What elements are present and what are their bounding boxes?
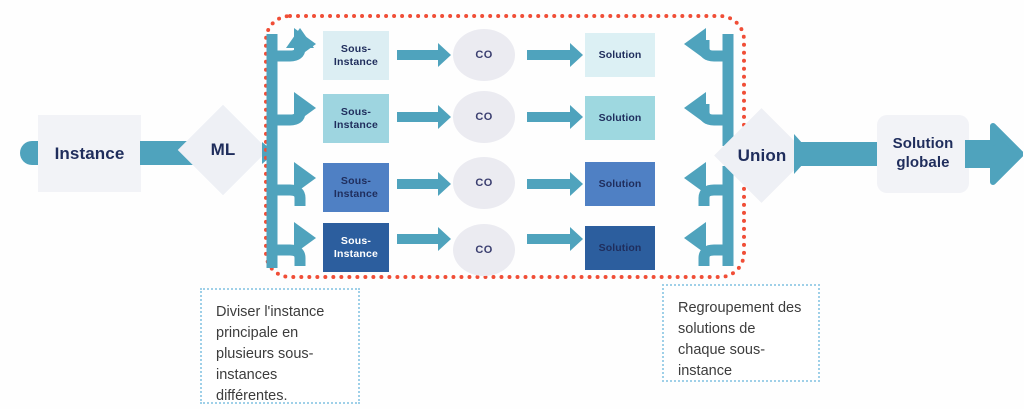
- sub-instance-label-4: Sous-Instance: [333, 235, 379, 260]
- arrow-co-to-solution-1: [527, 43, 583, 67]
- arrow-co-to-solution-2: [527, 105, 583, 129]
- solution-label-1: Solution: [598, 48, 642, 61]
- instance-label: Instance: [54, 143, 125, 163]
- arrow-co-to-solution-4: [527, 227, 583, 251]
- sub-instance-box-1[interactable]: Sous-Instance: [323, 31, 389, 80]
- final-output-arrow-icon: [965, 123, 1023, 185]
- arrow-sub-to-co-4: [397, 227, 451, 251]
- co-label-1: CO: [475, 48, 493, 61]
- solution-label-4: Solution: [598, 241, 642, 254]
- fan-out-arrowheads: [294, 28, 316, 254]
- fan-in-arrowheads: [684, 28, 706, 254]
- instance-node[interactable]: Instance: [38, 115, 141, 192]
- solution-label-3: Solution: [598, 177, 642, 190]
- solution-label-2: Solution: [598, 111, 642, 124]
- connector-union-to-global: [800, 142, 880, 166]
- co-label-4: CO: [475, 243, 493, 256]
- solution-box-4[interactable]: Solution: [585, 226, 655, 270]
- co-operator-3[interactable]: CO: [453, 157, 515, 209]
- union-output-arrow-icon: [794, 134, 812, 174]
- caption-split: Diviser l'instance principale en plusieu…: [200, 288, 360, 404]
- arrow-sub-to-co-2: [397, 105, 451, 129]
- co-operator-2[interactable]: CO: [453, 91, 515, 143]
- sub-instance-box-3[interactable]: Sous-Instance: [323, 163, 389, 212]
- arrow-sub-to-co-1: [397, 43, 451, 67]
- arrow-sub-to-co-3: [397, 172, 451, 196]
- solution-box-3[interactable]: Solution: [585, 162, 655, 206]
- solution-box-1[interactable]: Solution: [585, 33, 655, 77]
- sub-instance-box-4[interactable]: Sous-Instance: [323, 223, 389, 272]
- co-label-2: CO: [475, 110, 493, 123]
- co-label-3: CO: [475, 176, 493, 189]
- ml-diamond-shape: [177, 104, 269, 196]
- sub-instance-label-3: Sous-Instance: [333, 175, 379, 200]
- ml-node[interactable]: ML: [177, 104, 269, 196]
- arrow-co-to-solution-3: [527, 172, 583, 196]
- sub-instance-label-1: Sous-Instance: [333, 43, 379, 68]
- sub-instance-label-2: Sous-Instance: [333, 106, 379, 131]
- co-operator-1[interactable]: CO: [453, 29, 515, 81]
- sub-instance-box-2[interactable]: Sous-Instance: [323, 94, 389, 143]
- caption-merge: Regroupement des solutions de chaque sou…: [662, 284, 820, 382]
- co-operator-4[interactable]: CO: [453, 224, 515, 276]
- solution-box-2[interactable]: Solution: [585, 96, 655, 140]
